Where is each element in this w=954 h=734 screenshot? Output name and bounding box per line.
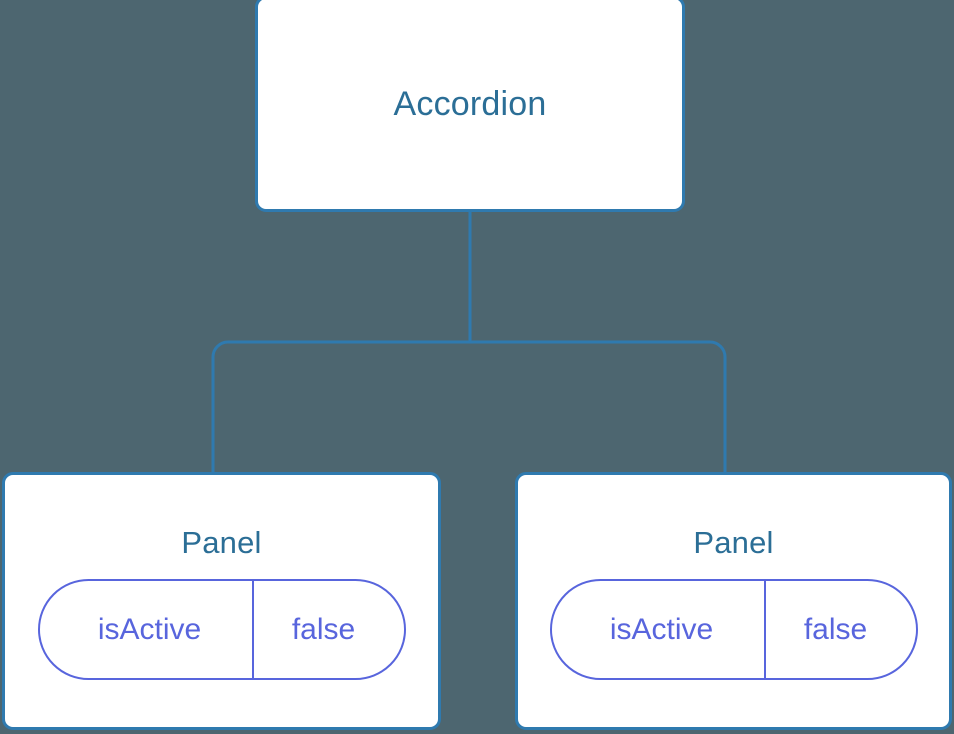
node-panel-right[interactable]: Panel isActive false xyxy=(515,472,952,730)
node-panel-left[interactable]: Panel isActive false xyxy=(2,472,441,730)
node-panel-left-title: Panel xyxy=(181,525,262,560)
prop-key-isactive-left: isActive xyxy=(40,581,254,678)
prop-value-isactive-left: false xyxy=(291,612,356,646)
node-accordion[interactable]: Accordion xyxy=(255,0,685,212)
prop-pill-isactive-right[interactable]: isActive false xyxy=(549,579,918,680)
prop-pill-isactive-left[interactable]: isActive false xyxy=(37,579,406,680)
edge-to-panel-left xyxy=(211,340,470,486)
prop-value-isactive-right: false xyxy=(803,612,868,646)
node-accordion-title: Accordion xyxy=(393,85,547,123)
edge-to-panel-right xyxy=(470,340,727,486)
node-panel-right-title: Panel xyxy=(693,525,774,560)
prop-key-isactive-right: isActive xyxy=(552,581,766,678)
